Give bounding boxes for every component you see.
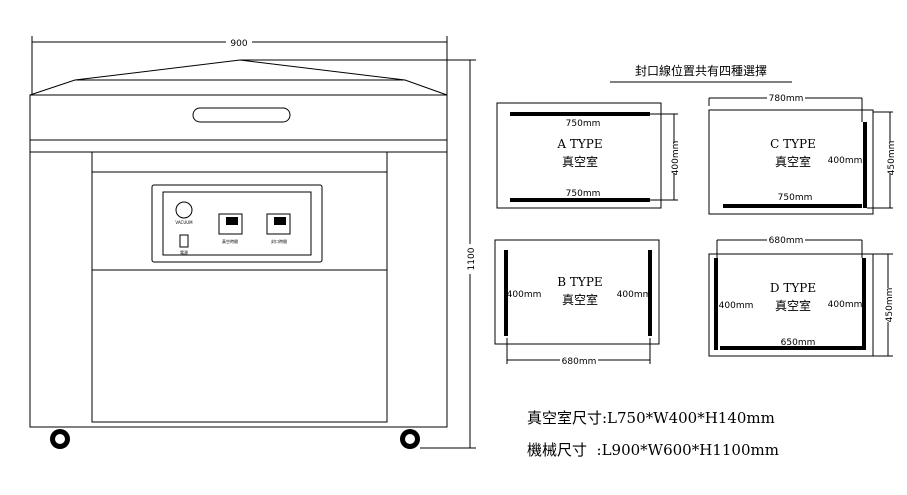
gauge-label: VACUUM bbox=[175, 220, 193, 225]
vacuum-timer-icon bbox=[218, 213, 243, 235]
chamber-size-spec: 真空室尺寸:L750*W400*H140mm bbox=[527, 409, 775, 427]
lid bbox=[29, 94, 448, 141]
type-c-diagram: 780mm 450mm 400mm 750mm C TYPE 真空室 bbox=[708, 92, 897, 215]
seal-timer-label: 封口時間 bbox=[271, 238, 287, 244]
type-b-diagram: 680mm 400mm 400mm B TYPE 真空室 bbox=[494, 239, 660, 367]
control-panel bbox=[151, 184, 323, 263]
switch-label: 電源 bbox=[180, 249, 188, 255]
type-name: A TYPE bbox=[556, 137, 602, 151]
dim-label: 750mm bbox=[566, 189, 601, 199]
type-a-diagram: 400mm 750mm 750mm A TYPE 真空室 bbox=[496, 102, 681, 209]
chamber-label: 真空室 bbox=[775, 154, 811, 169]
dim-label: 400mm bbox=[617, 290, 652, 300]
machine-front-view: 900 VACUUM 電源 真空時間 封口時間 1100 bbox=[29, 35, 477, 449]
type-d-diagram: 680mm 450mm 400mm 400mm 650mm D TYPE 真空室 bbox=[708, 234, 895, 357]
seal-timer-icon bbox=[266, 213, 291, 235]
dim-label: 400mm bbox=[507, 290, 542, 300]
type-name: B TYPE bbox=[557, 275, 602, 289]
dim-label: 400mm bbox=[828, 156, 863, 166]
chamber-label: 真空室 bbox=[562, 292, 598, 307]
machine-size-spec: 機械尺寸 :L900*W600*H1100mm bbox=[527, 441, 779, 459]
chamber-label: 真空室 bbox=[775, 298, 811, 313]
vacuum-timer-label: 真空時間 bbox=[222, 238, 238, 244]
power-switch-icon[interactable] bbox=[179, 234, 189, 248]
lid-handle bbox=[192, 107, 291, 123]
type-name: C TYPE bbox=[770, 137, 816, 151]
lid-top bbox=[29, 59, 448, 96]
wheel-icon bbox=[400, 429, 420, 449]
dim-label: 680mm bbox=[769, 236, 804, 246]
dim-label: 450mm bbox=[887, 141, 897, 176]
dim-label: 400mm bbox=[719, 301, 754, 311]
dim-label: 750mm bbox=[566, 119, 601, 129]
dim-label: 680mm bbox=[562, 357, 597, 367]
machine-body bbox=[29, 151, 448, 428]
dim-label: 400mm bbox=[671, 141, 681, 176]
chamber-label: 真空室 bbox=[562, 154, 598, 169]
dim-label: 750mm bbox=[778, 193, 813, 203]
options-title: 封口線位置共有四種選擇 bbox=[635, 63, 767, 78]
dim-label: 650mm bbox=[781, 338, 816, 348]
wheel-icon bbox=[50, 429, 70, 449]
height-label: 1100 bbox=[467, 247, 477, 270]
vacuum-gauge-icon bbox=[175, 201, 193, 219]
dim-label: 450mm bbox=[885, 288, 895, 323]
dim-label: 780mm bbox=[769, 94, 804, 104]
type-name: D TYPE bbox=[770, 281, 816, 295]
dim-label: 400mm bbox=[828, 300, 863, 310]
width-label: 900 bbox=[230, 39, 247, 49]
